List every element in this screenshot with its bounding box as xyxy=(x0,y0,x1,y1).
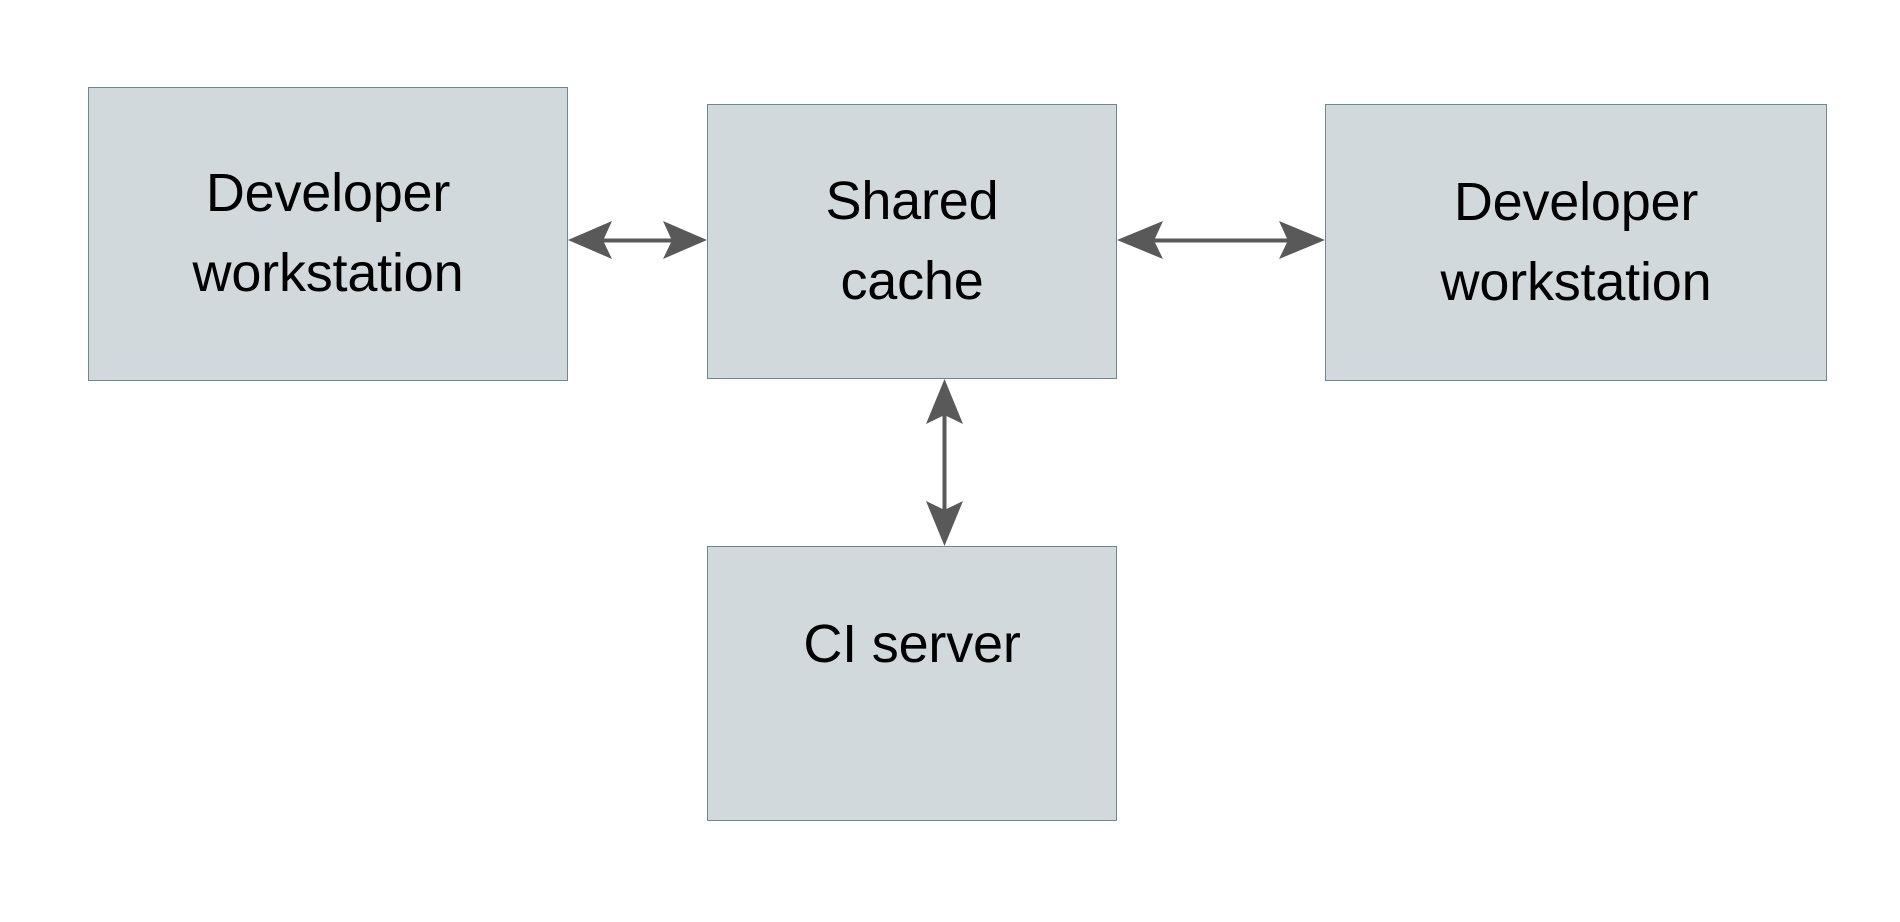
node-label-developer-workstation-left: Developer workstation xyxy=(192,163,464,303)
node-developer-workstation-right[interactable]: Developer workstation xyxy=(1325,104,1827,381)
node-developer-workstation-left[interactable]: Developer workstation xyxy=(88,87,568,381)
node-shared-cache[interactable]: Shared cache xyxy=(707,104,1117,379)
connector-shared-cache-to-ci-server xyxy=(926,379,963,546)
node-label-ci-server: CI server xyxy=(803,614,1021,674)
node-ci-server[interactable]: CI server xyxy=(707,546,1117,821)
connector-dev-left-to-shared-cache xyxy=(568,221,707,259)
node-label-developer-workstation-right: Developer workstation xyxy=(1440,171,1712,312)
node-label-shared-cache: Shared cache xyxy=(825,170,999,311)
connector-shared-cache-to-dev-right xyxy=(1117,221,1325,259)
